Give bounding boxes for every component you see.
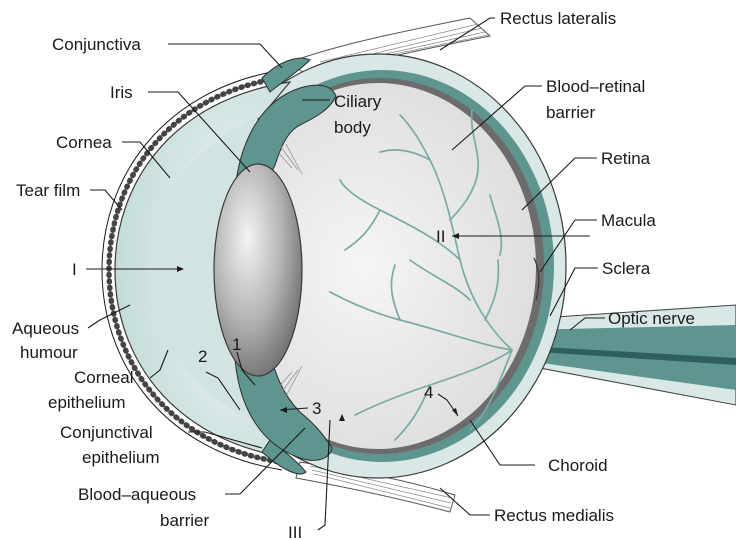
label-roman-I: I	[72, 260, 77, 279]
label-rectus-lateralis: Rectus lateralis	[500, 9, 616, 28]
label-rectus-medialis: Rectus medialis	[494, 506, 614, 525]
label-blood-aqueous-line2: barrier	[160, 511, 209, 530]
label-num-3: 3	[312, 399, 321, 418]
label-conj-epi-line2: epithelium	[82, 448, 160, 467]
label-blood-retinal-line2: barrier	[546, 103, 595, 122]
label-conjunctiva: Conjunctiva	[52, 35, 141, 54]
label-corneal-epi-line2: epithelium	[48, 393, 126, 412]
label-conj-epi-line1: Conjunctival	[60, 423, 153, 442]
label-num-4: 4	[424, 383, 433, 402]
label-num-2: 2	[198, 347, 207, 366]
label-roman-II: II	[436, 227, 445, 246]
label-corneal-epi-line1: Corneal	[74, 368, 134, 387]
label-roman-III: III	[288, 523, 302, 540]
label-sclera: Sclera	[602, 259, 651, 278]
label-macula: Macula	[601, 211, 656, 230]
label-optic-nerve: Optic nerve	[608, 309, 695, 328]
label-ciliary-body-line2: body	[334, 118, 371, 137]
label-aqueous-line2: humour	[20, 343, 78, 362]
label-iris: Iris	[110, 83, 133, 102]
label-ciliary-body-line1: Ciliary	[334, 92, 382, 111]
label-retina: Retina	[601, 149, 651, 168]
label-num-1: 1	[232, 335, 241, 354]
label-choroid: Choroid	[548, 456, 608, 475]
label-cornea: Cornea	[56, 133, 112, 152]
label-blood-retinal-line1: Blood–retinal	[546, 77, 645, 96]
label-blood-aqueous-line1: Blood–aqueous	[78, 485, 196, 504]
label-tear-film: Tear film	[16, 181, 80, 200]
label-aqueous-line1: Aqueous	[12, 319, 79, 338]
lens	[214, 164, 302, 376]
